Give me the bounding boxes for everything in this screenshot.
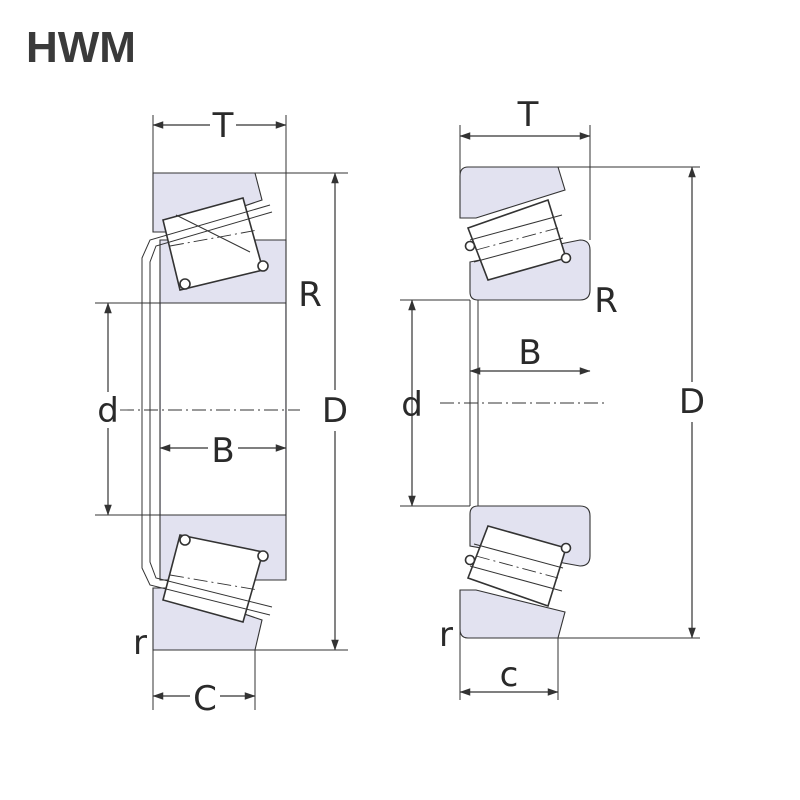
- left-d-label: d: [97, 391, 119, 431]
- left-cage-line-inner: [149, 211, 273, 608]
- left-C-label: C: [193, 679, 217, 719]
- left-bearing-view: T R D d B C r: [95, 106, 351, 719]
- left-cage-line: [141, 204, 271, 616]
- left-r-label: r: [133, 623, 147, 663]
- right-d-label: d: [401, 385, 423, 425]
- left-B-label: B: [211, 431, 234, 471]
- left-bore-area: [161, 303, 285, 515]
- right-c-label: c: [500, 655, 519, 695]
- right-bearing-view: T R D d B c r: [400, 95, 708, 700]
- left-T-label: T: [212, 106, 234, 146]
- left-roller-upper: [162, 197, 269, 291]
- brand-logo-text: HWM: [26, 23, 136, 72]
- right-D-label: D: [679, 382, 705, 422]
- right-R-label: R: [594, 281, 618, 321]
- left-roller-lower: [162, 534, 269, 623]
- left-D-label-backing: [319, 391, 351, 431]
- right-T-label: T: [517, 95, 539, 135]
- left-R-label: R: [298, 275, 322, 315]
- right-B-label: B: [518, 333, 541, 373]
- right-D-label-backing: [676, 382, 708, 422]
- right-roller-upper: [464, 198, 572, 281]
- left-D-label: D: [322, 391, 348, 431]
- right-r-label: r: [439, 615, 453, 655]
- right-roller-lower: [464, 525, 572, 608]
